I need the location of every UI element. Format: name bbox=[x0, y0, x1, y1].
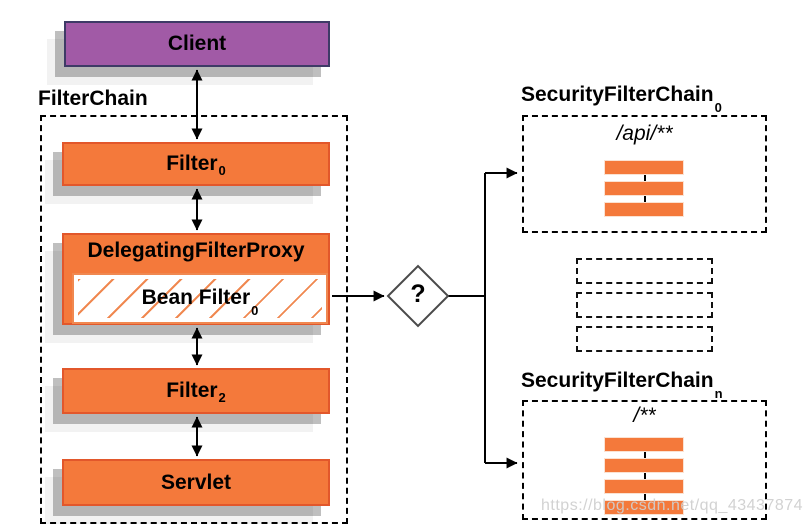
security-filter-chain-n-container bbox=[522, 400, 767, 520]
filter0-subscript: 0 bbox=[218, 162, 226, 178]
security-filter-chain-0-title: SecurityFilterChain0 bbox=[521, 83, 722, 116]
other-chains-placeholders bbox=[576, 258, 713, 352]
filter-bar bbox=[604, 437, 684, 452]
security-filter-chain-n-subscript: n bbox=[714, 386, 723, 402]
placeholder-chain-item bbox=[576, 292, 713, 318]
security-filter-chain-n-title: SecurityFilterChainn bbox=[521, 369, 723, 402]
security-filter-chain-0-pattern: /api/** bbox=[616, 122, 673, 145]
security-filter-chain-0-subscript: 0 bbox=[714, 100, 722, 116]
delegating-filter-proxy-box: DelegatingFilterProxy Bean Filter0 bbox=[62, 233, 330, 325]
servlet-box: Servlet bbox=[62, 459, 330, 506]
client-label: Client bbox=[167, 32, 227, 55]
filter0-label: Filter bbox=[166, 152, 218, 175]
client-box: Client bbox=[64, 21, 330, 67]
filter2-subscript: 2 bbox=[218, 389, 226, 405]
servlet-label: Servlet bbox=[160, 470, 232, 494]
filter-bar bbox=[604, 458, 684, 473]
filter-bar bbox=[604, 202, 684, 217]
watermark: https://blog.csdn.net/qq_43437874 bbox=[541, 497, 804, 514]
delegating-filter-proxy-label: DelegatingFilterProxy bbox=[87, 239, 305, 262]
placeholder-chain-item bbox=[576, 326, 713, 352]
filter-bar bbox=[604, 479, 684, 494]
filter-bar bbox=[604, 181, 684, 196]
bean-filter-subscript: 0 bbox=[251, 303, 259, 319]
bean-filter-box: Bean Filter0 bbox=[72, 273, 328, 324]
security-filter-chain-0-container bbox=[522, 115, 767, 233]
placeholder-chain-item bbox=[576, 258, 713, 284]
security-filter-chain-0-bars bbox=[604, 160, 686, 217]
security-filter-chain-n-pattern: /** bbox=[633, 404, 656, 427]
filter-chain-title: FilterChain bbox=[38, 87, 148, 110]
filter-bar bbox=[604, 160, 684, 175]
filter2-label: Filter bbox=[166, 379, 218, 402]
decision-question-label: ? bbox=[410, 280, 426, 308]
bean-filter-label: Bean Filter bbox=[141, 285, 251, 309]
